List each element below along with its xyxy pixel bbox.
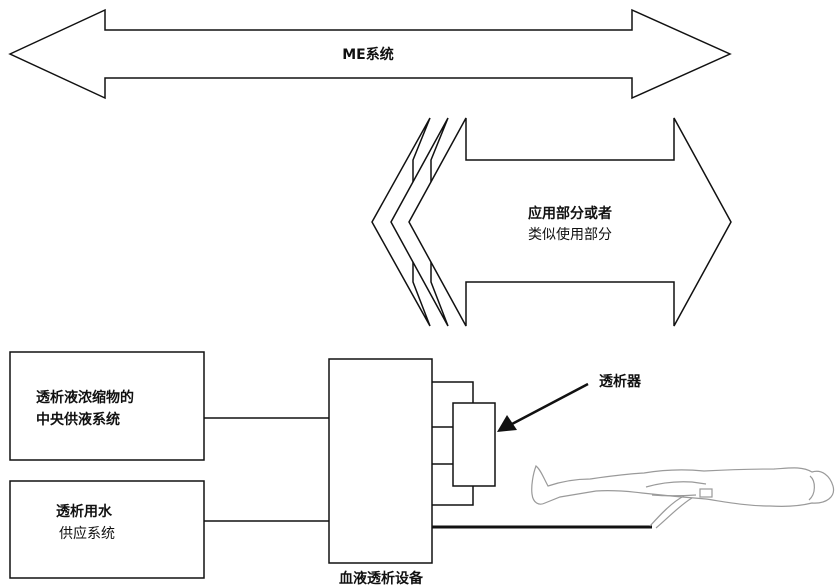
water-supply-box — [9, 480, 205, 579]
dialyzer-pointer-head — [497, 415, 517, 432]
hd-equipment-box — [328, 358, 433, 564]
applied-part-label-line1: 应用部分或者 — [528, 205, 612, 222]
hd-equipment-label: 血液透析设备 — [339, 570, 424, 587]
dialyzer-label: 透析器 — [599, 373, 642, 390]
central-supply-box — [9, 351, 205, 461]
me-system-label: ME系统 — [342, 46, 394, 63]
tubing-frame-bottom — [432, 486, 474, 506]
applied-part-arrow-main — [408, 117, 732, 327]
water-supply-label-line1: 透析用水 — [56, 503, 113, 520]
tubing-frame — [432, 381, 474, 403]
central-supply-label-line2: 中央供液系统 — [36, 411, 120, 428]
water-supply-label-line2: 供应系统 — [59, 525, 115, 542]
me-system-arrow — [8, 8, 732, 100]
dialyzer-pointer-line — [511, 382, 589, 426]
applied-part-label-line2: 类似使用部分 — [528, 226, 612, 243]
patient-figure — [531, 465, 835, 529]
dialyzer-box — [452, 402, 496, 487]
central-supply-label-line1: 透析液浓缩物的 — [36, 389, 134, 406]
